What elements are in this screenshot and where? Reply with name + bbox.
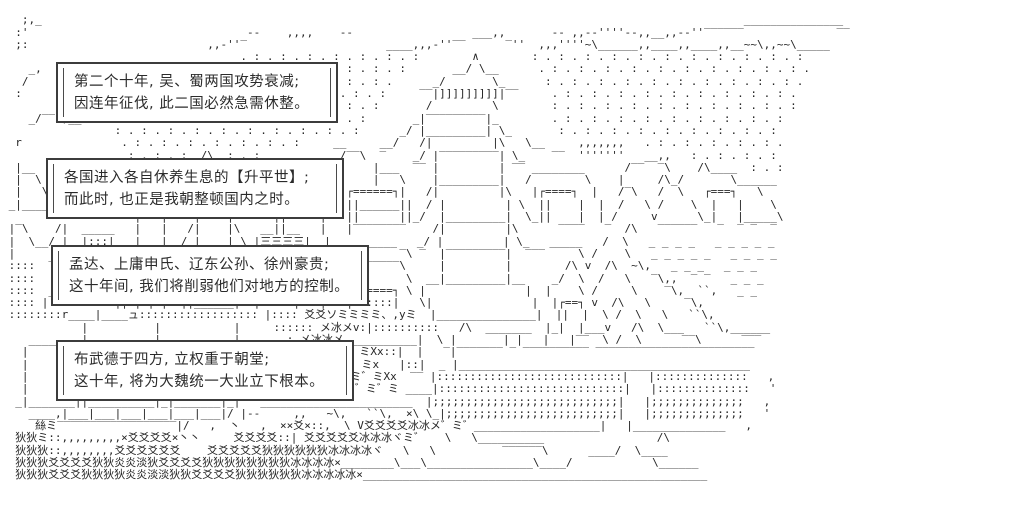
dialog-line: 布武德于四方, 立权重于朝堂; [74,352,270,368]
dialog-box-1-inner: 第二个十年, 吴、蜀两国攻势衰减; 因连年征伐, 此二国必然急需休整。 [63,68,331,117]
dialog-box-2: 各国进入各自休养生息的【升平世】; 而此时, 也正是我朝整顿国内之时。 [46,158,344,219]
dialog-line: 孟达、上庸申氏、辽东公孙、徐州豪贵; [69,257,330,273]
dialog-line: 因连年征伐, 此二国必然急需休整。 [74,96,310,112]
dialog-box-1: 第二个十年, 吴、蜀两国攻势衰减; 因连年征伐, 此二国必然急需休整。 [56,62,338,123]
dialog-box-4: 布武德于四方, 立权重于朝堂; 这十年, 将为大魏统一大业立下根本。 [56,340,354,401]
dialog-box-3: 孟达、上庸申氏、辽东公孙、徐州豪贵; 这十年间, 我们将削弱他们对地方的控制。 [51,245,369,306]
dialog-line: 各国进入各自休养生息的【升平世】; [64,170,310,186]
dialog-box-4-inner: 布武德于四方, 立权重于朝堂; 这十年, 将为大魏统一大业立下根本。 [63,346,347,395]
dialog-line: 这十年间, 我们将削弱他们对地方的控制。 [69,279,350,295]
dialog-box-2-inner: 各国进入各自休养生息的【升平世】; 而此时, 也正是我朝整顿国内之时。 [53,164,337,213]
dialog-line: 第二个十年, 吴、蜀两国攻势衰减; [74,74,300,90]
dialog-box-3-inner: 孟达、上庸申氏、辽东公孙、徐州豪贵; 这十年间, 我们将削弱他们对地方的控制。 [58,251,362,300]
dialog-line: 这十年, 将为大魏统一大业立下根本。 [74,374,325,390]
dialog-line: 而此时, 也正是我朝整顿国内之时。 [64,192,300,208]
